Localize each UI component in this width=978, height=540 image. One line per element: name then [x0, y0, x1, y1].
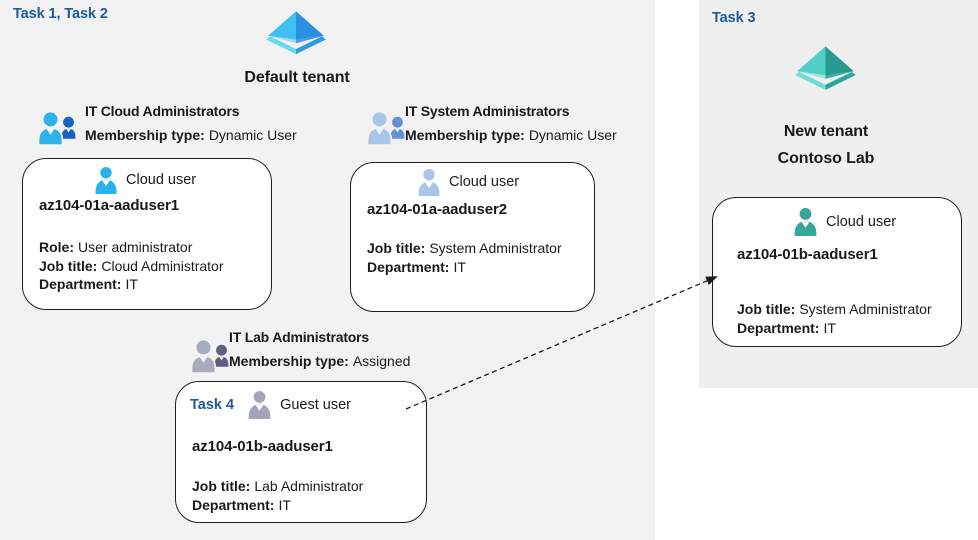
default-tenant-azure-ad-icon: [266, 11, 326, 55]
attr-line: Job title:Cloud Administrator: [39, 257, 224, 274]
cloud-user-icon: [95, 166, 117, 194]
card-header: Task 4 Guest user: [190, 390, 351, 419]
group-membership: Membership type:Dynamic User: [405, 127, 617, 143]
new-tenant-label-line1: New tenant: [783, 123, 869, 140]
membership-label: Membership type:: [405, 127, 525, 143]
membership-value: Assigned: [352, 353, 411, 369]
user-type-label: Cloud user: [826, 213, 897, 230]
membership-value: Dynamic User: [208, 127, 297, 143]
user-attributes: Role:User administrator Job title:Cloud …: [39, 238, 224, 294]
task-4-label: Task 4: [190, 396, 235, 413]
attr-line: Department:IT: [39, 276, 138, 292]
cloud-user-icon: [418, 168, 440, 196]
attr-line: Department:IT: [737, 319, 836, 336]
user-card: Cloud user az104-01b-aaduser1 Job title:…: [712, 197, 962, 347]
task-1-2-label: Task 1, Task 2: [13, 6, 108, 22]
group-icon: [190, 338, 229, 374]
attr-line: Department:IT: [192, 496, 291, 513]
user-name: az104-01b-aaduser1: [737, 246, 878, 263]
user-type-label: Guest user: [280, 396, 351, 413]
attr-line: Role:User administrator: [39, 239, 193, 255]
guest-user-icon: [248, 391, 271, 419]
user-type-label: Cloud user: [126, 172, 197, 188]
new-tenant-azure-ad-icon: [795, 46, 856, 90]
user-attributes: Job title:Lab Administrator Department:I…: [192, 477, 363, 514]
user-name: az104-01b-aaduser1: [192, 438, 333, 455]
user-attributes: Job title:System Administrator Departmen…: [737, 300, 932, 337]
group-icon: [37, 110, 76, 146]
group-membership: Membership type:Assigned: [229, 353, 410, 369]
user-name: az104-01a-aaduser1: [39, 197, 179, 214]
group-name: IT System Administrators: [405, 103, 570, 119]
card-header: Cloud user: [416, 168, 519, 196]
membership-label: Membership type:: [229, 353, 349, 369]
membership-value: Dynamic User: [528, 127, 617, 143]
task-3-label: Task 3: [712, 10, 756, 26]
user-card: Cloud user az104-01a-aaduser1 Role:User …: [22, 158, 272, 310]
group-name: IT Lab Administrators: [229, 329, 369, 345]
attr-line: Job title:System Administrator: [737, 301, 932, 317]
user-name: az104-01a-aaduser2: [367, 201, 507, 218]
user-attributes: Job title:System Administrator Departmen…: [367, 239, 562, 276]
cloud-user-icon: [794, 208, 817, 236]
card-header: Cloud user: [792, 207, 896, 236]
group-membership: Membership type:Dynamic User: [85, 127, 297, 143]
default-tenant-label: Default tenant: [244, 69, 350, 86]
user-card: Task 4 Guest user az104-01b-aaduser1 Job…: [175, 381, 427, 523]
attr-line: Job title:Lab Administrator: [192, 478, 364, 494]
new-tenant-label-line2: Contoso Lab: [777, 150, 875, 167]
group-icon: [366, 110, 405, 146]
attr-line: Department:IT: [367, 258, 466, 275]
user-card: Cloud user az104-01a-aaduser2 Job title:…: [350, 162, 595, 312]
user-type-label: Cloud user: [449, 174, 520, 190]
group-name: IT Cloud Administrators: [85, 103, 240, 119]
membership-label: Membership type:: [85, 127, 205, 143]
card-header: Cloud user: [93, 166, 196, 194]
attr-line: Job title:System Administrator: [367, 240, 562, 256]
